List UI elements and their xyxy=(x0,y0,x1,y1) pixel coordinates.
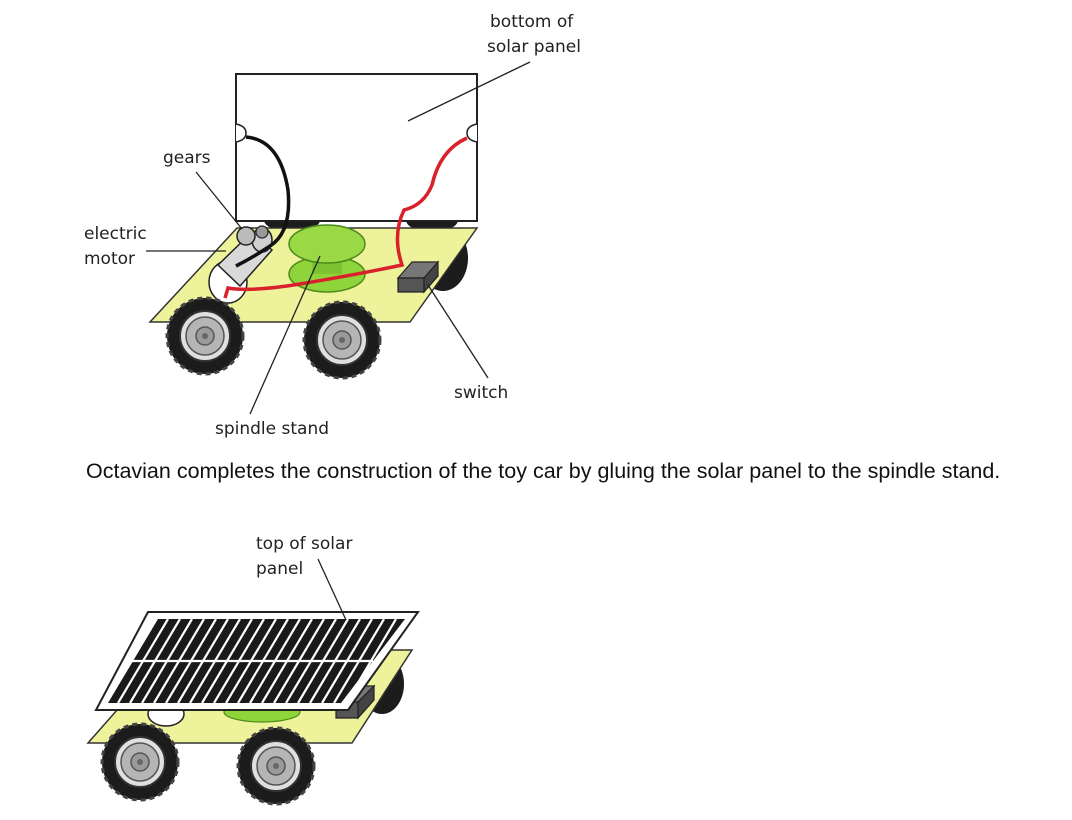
label-top-of-solar-panel-2: panel xyxy=(256,559,303,579)
car-diagram-top-view: top of solar panel xyxy=(86,534,420,806)
front-wheel-left-2 xyxy=(100,722,180,802)
black-wire xyxy=(235,135,291,268)
front-wheel-right-2 xyxy=(236,726,316,806)
label-bottom-of-solar-panel-2: solar panel xyxy=(487,37,581,57)
switch xyxy=(396,260,440,294)
label-top-of-solar-panel-1: top of solar xyxy=(256,534,352,554)
solar-panel-top xyxy=(94,611,420,711)
solar-panel-bottom xyxy=(235,73,478,222)
gears xyxy=(236,225,269,246)
label-switch: switch xyxy=(454,383,508,403)
label-spindle-stand: spindle stand xyxy=(215,419,329,439)
red-wire xyxy=(223,136,468,299)
solar-panel-terminal-right xyxy=(466,123,478,143)
caption-text: Octavian completes the construction of t… xyxy=(86,459,1001,483)
front-wheel-left xyxy=(165,296,245,376)
front-wheel-right xyxy=(302,300,382,380)
label-electric-motor-1: electric xyxy=(84,224,147,244)
leader-line-solar-top xyxy=(317,558,347,621)
solar-panel-terminal-left xyxy=(235,123,247,143)
label-gears: gears xyxy=(163,148,211,168)
leader-lines xyxy=(146,61,531,415)
label-bottom-of-solar-panel-1: bottom of xyxy=(490,12,574,32)
car-diagram-bottom-view: bottom of solar panel gears electric mot… xyxy=(84,12,581,439)
label-electric-motor-2: motor xyxy=(84,249,135,269)
spindle-stand xyxy=(288,224,366,293)
